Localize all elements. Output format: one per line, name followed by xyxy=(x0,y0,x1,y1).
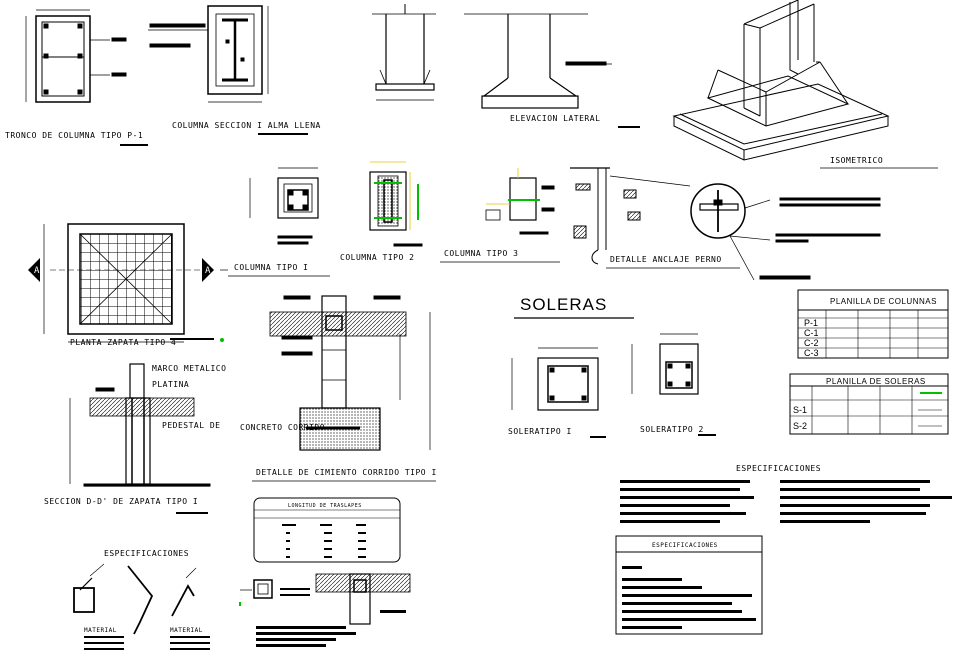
especificaciones-text-block xyxy=(620,480,952,523)
label-especificaciones-right: ESPECIFICACIONES xyxy=(736,464,821,473)
label-underline xyxy=(258,133,308,135)
section-marker-right: A xyxy=(205,266,211,276)
planilla-soleras-row: S-2 xyxy=(793,421,807,431)
tronco-columna-drawing xyxy=(25,9,127,103)
label-tronco-columna: TRONCO DE COLUMNA TIPO P-1 xyxy=(5,131,143,140)
planilla-columnas-row: C-3 xyxy=(804,348,819,358)
label-material-left: MATERIAL xyxy=(84,627,117,634)
label-material-right: MATERIAL xyxy=(170,627,203,634)
planilla-soleras-row: S-1 xyxy=(793,405,807,415)
label-underline xyxy=(618,126,640,128)
bottom-center-text-lines xyxy=(256,588,406,647)
solera-tipo-2-drawing xyxy=(631,333,699,395)
columna-tipo-3-drawing xyxy=(485,168,555,235)
planilla-soleras-table xyxy=(789,373,949,435)
solera-tipo-1-drawing xyxy=(511,347,599,411)
label-solera-tipo-2: SOLERATIPO 2 xyxy=(640,425,704,434)
label-columna-tipo-1: COLUMNA TIPO I xyxy=(234,263,308,272)
label-concreto-corrido: CONCRETO CORRIDO xyxy=(240,423,325,432)
traslapes-values xyxy=(282,524,366,558)
material-lines xyxy=(84,636,210,650)
planilla-columnas-row: P-1 xyxy=(804,318,818,328)
label-marco-metalico: MARCO METALICO xyxy=(152,364,226,373)
longitud-traslapes-table xyxy=(253,497,401,563)
seccion-dd-drawing xyxy=(69,363,211,487)
title-soleras: SOLERAS xyxy=(520,295,607,314)
label-planta-zapata: PLANTA ZAPATA TIPO 4 xyxy=(70,338,176,347)
planilla-columnas-table xyxy=(797,289,949,359)
bottom-center-details xyxy=(239,573,411,625)
section-marker-left: A xyxy=(34,266,40,276)
label-longitud-traslapes: LONGITUD DE TRASLAPES xyxy=(288,503,362,509)
label-pedestal: PEDESTAL DE xyxy=(162,421,220,430)
detalle-anclaje-drawing xyxy=(570,167,881,281)
label-detalle-anclaje: DETALLE ANCLAJE PERNO xyxy=(610,255,722,264)
column-elevation-small xyxy=(372,4,436,101)
label-seccion-dd: SECCION D-D' DE ZAPATA TIPO I xyxy=(44,497,198,506)
label-columna-tipo-2: COLUMNA TIPO 2 xyxy=(340,253,414,262)
label-elevacion-lateral: ELEVACION LATERAL xyxy=(510,114,600,123)
planta-zapata-drawing xyxy=(28,223,228,343)
elevacion-lateral-drawing xyxy=(464,13,612,109)
stirrup-details xyxy=(73,563,197,635)
especificaciones-box-lines xyxy=(622,566,756,629)
columna-tipo-2-drawing xyxy=(369,161,423,247)
label-solera-tipo-1: SOLERATIPO I xyxy=(508,427,572,436)
detalle-cimiento-drawing xyxy=(269,295,431,451)
planilla-soleras-title: PLANILLA DE SOLERAS xyxy=(826,377,926,386)
columna-seccion-i-drawing xyxy=(148,5,269,103)
label-especificaciones-left: ESPECIFICACIONES xyxy=(104,549,189,558)
label-isometrico: ISOMETRICO xyxy=(830,156,883,165)
especificaciones-box-title: ESPECIFICACIONES xyxy=(652,542,718,549)
label-platina: PLATINA xyxy=(152,380,189,389)
label-detalle-cimiento: DETALLE DE CIMIENTO CORRIDO TIPO I xyxy=(256,468,437,477)
planilla-columnas-row: C-2 xyxy=(804,338,819,348)
label-columna-seccion: COLUMNA SECCION I ALMA LLENA xyxy=(172,121,321,130)
label-columna-tipo-3: COLUMNA TIPO 3 xyxy=(444,249,518,258)
planilla-columnas-title: PLANILLA DE COLUNNAS xyxy=(830,297,937,306)
columna-tipo-1-drawing xyxy=(249,167,319,245)
especificaciones-box xyxy=(615,535,763,635)
isometrico-drawing xyxy=(672,0,890,161)
planilla-columnas-row: C-1 xyxy=(804,328,819,338)
label-underline xyxy=(120,144,148,146)
